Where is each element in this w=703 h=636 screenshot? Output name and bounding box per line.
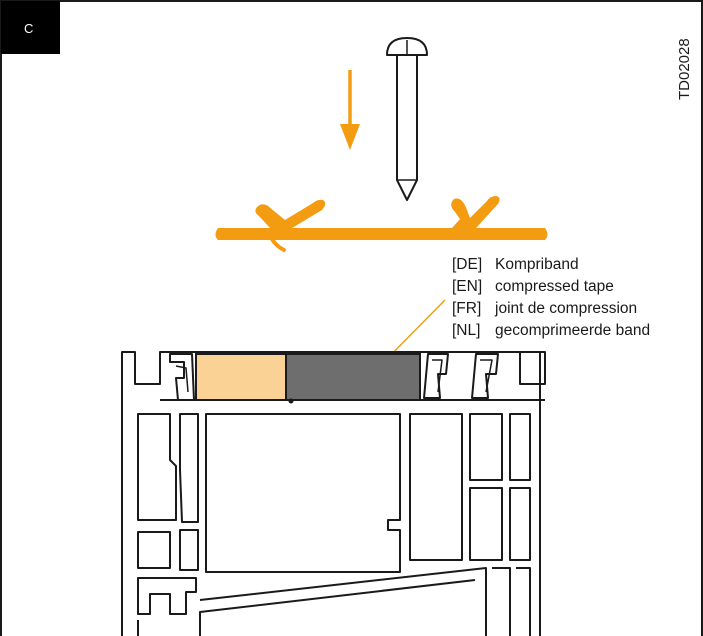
legend-text-de: Kompriband bbox=[495, 256, 579, 273]
panel-badge-label: C bbox=[24, 21, 33, 36]
panel-badge bbox=[1, 1, 60, 54]
legend-text-fr: joint de compression bbox=[494, 300, 637, 317]
down-arrow-icon bbox=[340, 70, 360, 150]
legend-code-de: [DE] bbox=[452, 256, 482, 273]
document-code: TD02028 bbox=[676, 38, 693, 100]
tape-uncompressed-section bbox=[195, 353, 287, 401]
legend-code-en: [EN] bbox=[452, 278, 482, 295]
compressed-tape bbox=[195, 353, 421, 404]
screw-point-mark bbox=[288, 398, 294, 404]
legend-text-en: compressed tape bbox=[495, 278, 614, 295]
window-frame-profile bbox=[121, 351, 546, 636]
legend-code-nl: [NL] bbox=[452, 322, 480, 339]
legend: [DE] Kompriband [EN] compressed tape [FR… bbox=[452, 256, 650, 339]
legend-text-nl: gecomprimeerde band bbox=[495, 322, 650, 339]
legend-code-fr: [FR] bbox=[452, 300, 481, 317]
tape-compressed-section bbox=[285, 353, 421, 401]
screw-icon bbox=[386, 37, 428, 201]
clip-profile bbox=[215, 196, 548, 252]
